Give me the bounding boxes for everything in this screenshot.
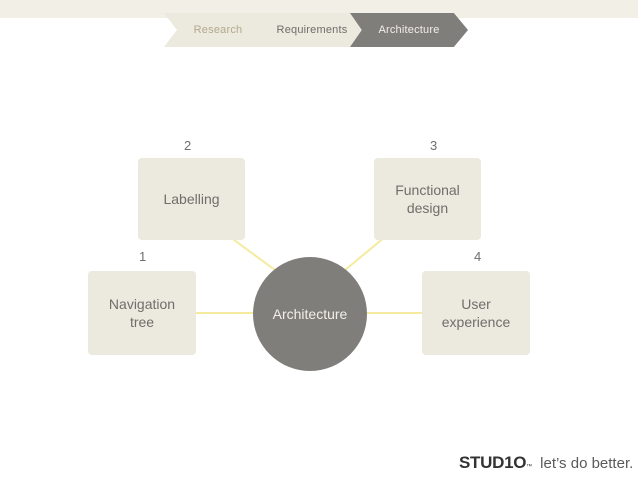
hub-architecture: Architecture <box>253 257 367 371</box>
connector-labelling <box>229 236 276 271</box>
node-number-1: 1 <box>139 249 147 264</box>
breadcrumb-step-requirements[interactable]: Requirements <box>256 13 368 47</box>
breadcrumb-step-architecture[interactable]: Architecture <box>350 13 468 47</box>
node-number-4: 4 <box>474 249 482 264</box>
node-functional-design: Functional design <box>374 158 481 240</box>
brand-tagline: let’s do better. <box>540 455 634 472</box>
breadcrumb: Research Requirements Architecture <box>0 0 638 50</box>
node-labelling: Labelling <box>138 158 245 240</box>
brand-logo: STUD1O ™ let’s do better. <box>459 453 633 475</box>
node-navigation-tree: Navigation tree <box>88 271 196 355</box>
brand-wordmark: STUD1O <box>459 453 527 472</box>
brand-trademark: ™ <box>526 464 533 470</box>
connector-functional <box>344 236 386 271</box>
breadcrumb-step-research[interactable]: Research <box>164 13 272 47</box>
top-band <box>0 0 638 18</box>
node-number-3: 3 <box>430 138 438 153</box>
node-user-experience: User experience <box>422 271 530 355</box>
node-number-2: 2 <box>184 138 192 153</box>
